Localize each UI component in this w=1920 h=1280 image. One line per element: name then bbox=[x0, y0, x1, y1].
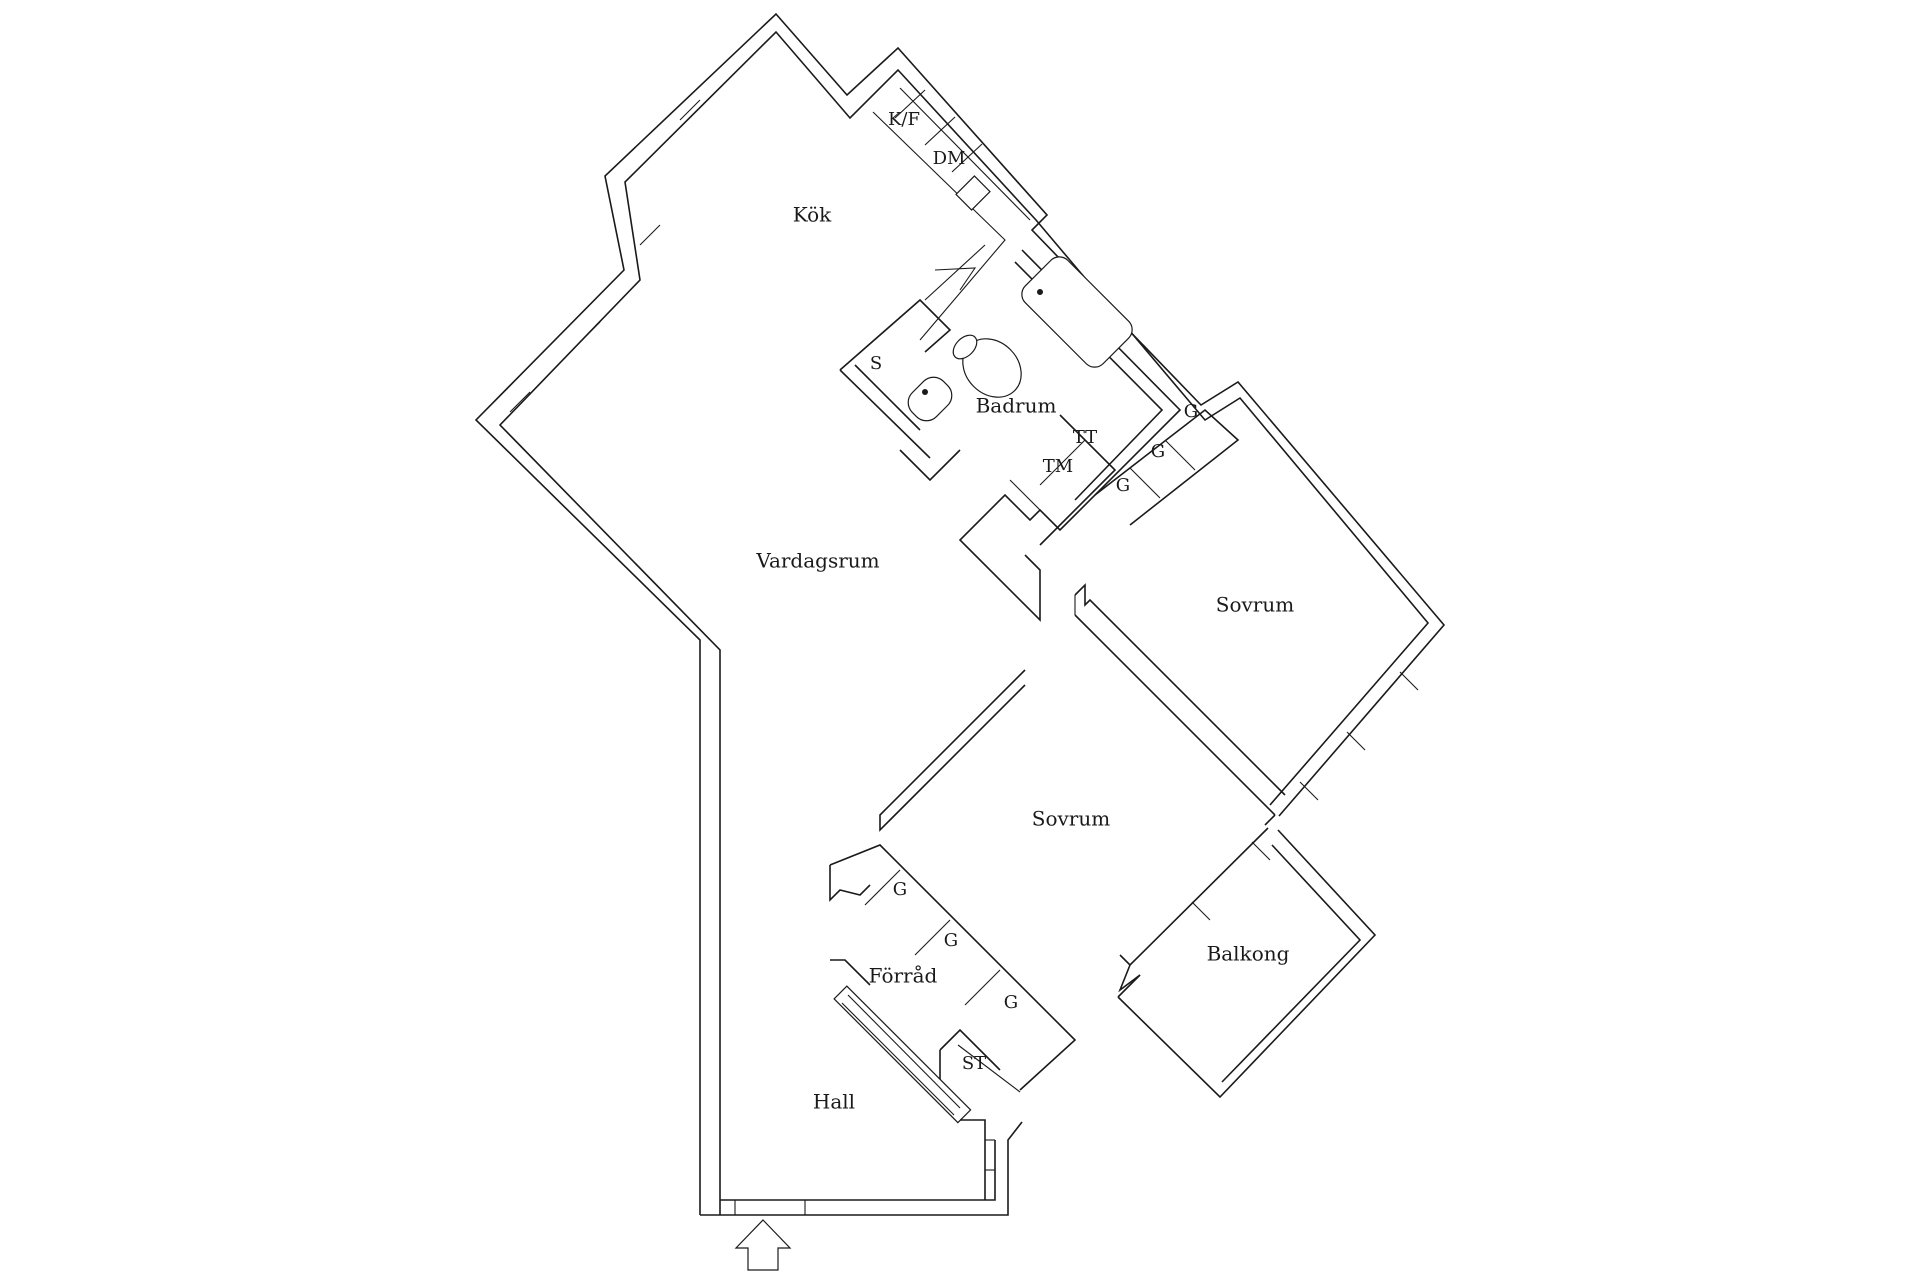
room-label-hall: Hall bbox=[813, 1090, 855, 1114]
room-label-badrum: Badrum bbox=[976, 394, 1057, 418]
windows bbox=[509, 99, 1419, 921]
fixture-label-g-3: G bbox=[1116, 475, 1130, 496]
fixture-label-dm: DM bbox=[933, 148, 966, 169]
room-label-kok: Kök bbox=[793, 203, 832, 227]
balcony bbox=[1117, 829, 1377, 1099]
forrad-wardrobes bbox=[829, 844, 1077, 1093]
lower-bedroom-walls bbox=[879, 669, 1276, 993]
s-storage bbox=[839, 298, 952, 459]
wardrobes-upper bbox=[1094, 408, 1240, 526]
fixture-label-g-5: G bbox=[944, 930, 958, 951]
fixture-label-g-1: G bbox=[1184, 401, 1198, 422]
fixture-label-g-4: G bbox=[893, 879, 907, 900]
toilet bbox=[952, 334, 1022, 398]
room-label-forrad: Förråd bbox=[869, 964, 938, 988]
fixture-label-st: ST bbox=[962, 1053, 986, 1074]
bathtub bbox=[1021, 256, 1133, 368]
fixture-label-tm: TM bbox=[1043, 456, 1073, 477]
kitchen-counter bbox=[872, 87, 1031, 341]
room-label-sovrum-lower: Sovrum bbox=[1032, 807, 1110, 831]
room-label-vardagsrum: Vardagsrum bbox=[755, 549, 879, 573]
fixture-label-kf: K/F bbox=[888, 109, 920, 130]
bedroom-divider bbox=[1074, 583, 1286, 816]
fixture-label-g-2: G bbox=[1151, 441, 1165, 462]
outer-walls bbox=[474, 12, 1446, 1216]
hall-radiator bbox=[830, 959, 995, 1200]
bathroom-sink bbox=[907, 376, 953, 422]
room-label-sovrum-upper: Sovrum bbox=[1216, 593, 1294, 617]
laundry-cabinets bbox=[1009, 414, 1117, 546]
fixture-label-tt: TT bbox=[1073, 427, 1097, 448]
fixture-label-g-6: G bbox=[1004, 992, 1018, 1013]
entrance-arrow-icon bbox=[734, 1219, 792, 1271]
fixture-label-s: S bbox=[870, 353, 882, 374]
room-label-balkong: Balkong bbox=[1207, 942, 1290, 966]
